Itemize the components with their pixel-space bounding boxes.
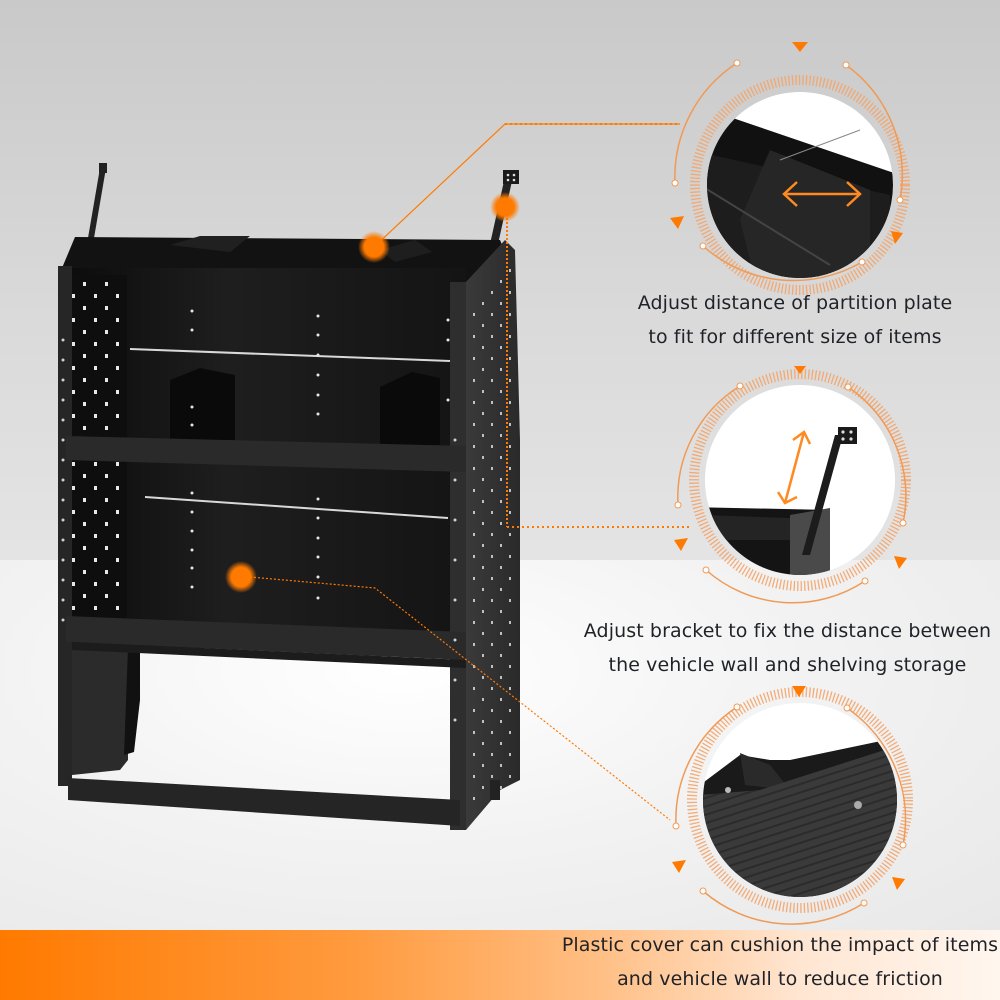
caption-plastic-cover-line-2: and vehicle wall to reduce friction bbox=[617, 968, 943, 990]
detail-circle-bracket bbox=[674, 366, 911, 604]
callout-leader-lines bbox=[249, 123, 690, 821]
caption-bracket-line-1: Adjust bracket to fix the distance betwe… bbox=[583, 620, 992, 642]
hotspot-partition[interactable] bbox=[358, 231, 390, 263]
caption-bracket: Adjust bracket to fix the distance betwe… bbox=[575, 614, 1000, 682]
vertical-double-arrow-icon bbox=[776, 430, 812, 505]
caption-bracket-line-2: the vehicle wall and shelving storage bbox=[608, 654, 967, 676]
detail-circle-partition bbox=[670, 42, 910, 295]
detail-circle-plastic-cover bbox=[672, 686, 913, 925]
horizontal-double-arrow-icon bbox=[782, 181, 862, 207]
caption-plastic-cover-line-1: Plastic cover can cushion the impact of … bbox=[561, 934, 999, 956]
caption-partition: Adjust distance of partition plate to fi… bbox=[600, 286, 990, 354]
hotspot-bracket[interactable] bbox=[490, 192, 520, 222]
hotspot-plastic-cover[interactable] bbox=[225, 561, 257, 593]
caption-plastic-cover: Plastic cover can cushion the impact of … bbox=[560, 928, 1000, 996]
caption-partition-line-2: to fit for different size of items bbox=[648, 326, 942, 348]
orange-gradient-band bbox=[0, 930, 1000, 1000]
shelving-unit bbox=[58, 163, 520, 830]
caption-partition-line-1: Adjust distance of partition plate bbox=[637, 292, 953, 314]
